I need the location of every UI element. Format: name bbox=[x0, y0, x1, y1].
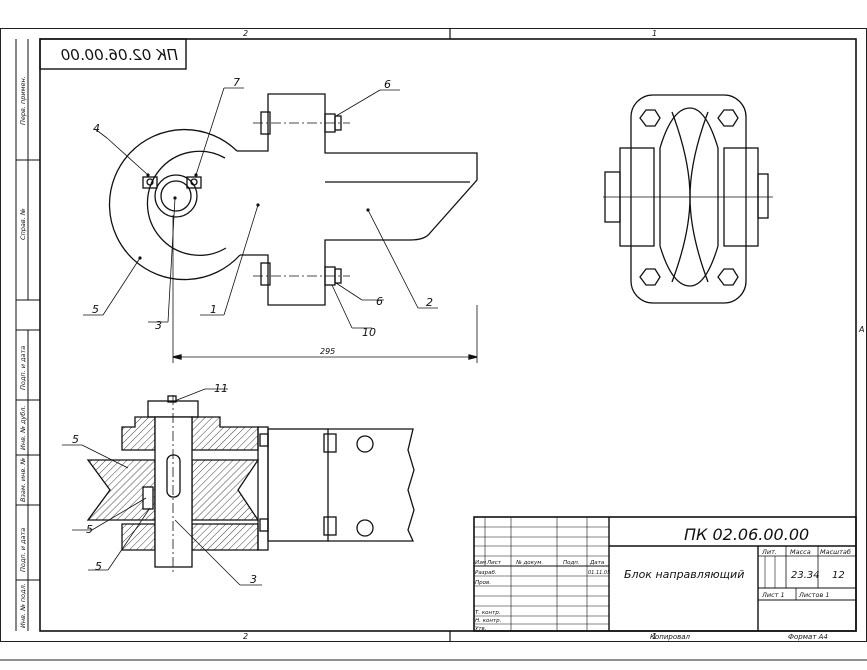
dimension-295: 295 bbox=[320, 347, 335, 356]
drawing-designation: ПК 02.06.00.00 bbox=[684, 525, 809, 544]
side-label: Инв. № подл. bbox=[19, 583, 27, 628]
sheet-count: Листов 1 bbox=[798, 591, 829, 599]
side-label: Справ. № bbox=[19, 208, 27, 240]
zone-label: 1 bbox=[652, 29, 657, 38]
mass-value: 23.34 bbox=[791, 570, 820, 581]
mirrored-designation: ПК 02.06.00.00 bbox=[61, 46, 178, 64]
date-value: 01.11.05 bbox=[588, 570, 610, 576]
zone-label: 2 bbox=[243, 632, 248, 641]
col-mass: Масса bbox=[790, 548, 811, 556]
side-label: Инв. № дубл. bbox=[19, 406, 27, 450]
hdr-doc: № докум. bbox=[515, 560, 543, 566]
callout-5: 5 bbox=[95, 560, 102, 573]
designation-box bbox=[39, 38, 187, 70]
hdr-izm: Изм bbox=[475, 560, 486, 566]
hdr-sign: Подп. bbox=[563, 560, 580, 566]
callout-5: 5 bbox=[92, 303, 99, 316]
col-scale: Масштаб bbox=[820, 548, 851, 556]
hdr-list: Лист bbox=[486, 560, 502, 566]
callout-6: 6 bbox=[384, 78, 391, 91]
frame-border bbox=[39, 38, 857, 632]
role: Н. контр. bbox=[475, 618, 502, 624]
side-label: Взам. инв. № bbox=[19, 458, 27, 502]
format-label: Формат А4 bbox=[788, 633, 828, 641]
scale-value: 12 bbox=[832, 570, 845, 581]
callout-4: 4 bbox=[93, 122, 100, 135]
callout-5: 5 bbox=[86, 523, 93, 536]
title-block bbox=[473, 516, 857, 632]
callout-5: 5 bbox=[72, 433, 79, 446]
callout-3: 3 bbox=[250, 573, 257, 586]
callout-11: 11 bbox=[214, 382, 228, 395]
role: Т. контр. bbox=[475, 610, 501, 616]
zone-label: А bbox=[858, 325, 864, 334]
copied-label: Копировал bbox=[650, 633, 691, 641]
callout-1: 1 bbox=[210, 303, 217, 316]
section-view bbox=[62, 388, 415, 586]
callout-6: 6 bbox=[376, 295, 383, 308]
zone-label: 1 bbox=[652, 632, 657, 641]
side-label: Перв. примен. bbox=[19, 76, 27, 125]
callout-10: 10 bbox=[362, 326, 376, 339]
callout-7: 7 bbox=[233, 76, 240, 89]
drawing-title: Блок направляющий bbox=[624, 568, 744, 581]
front-view bbox=[83, 87, 478, 363]
side-label: Подп. и дата bbox=[19, 346, 27, 390]
sheet-number: Лист 1 bbox=[761, 591, 785, 599]
side-stamp-strip bbox=[15, 39, 40, 631]
role: Утв. bbox=[475, 626, 487, 632]
role: Пров. bbox=[475, 580, 491, 586]
side-label: Подп. и дата bbox=[19, 528, 27, 572]
side-view bbox=[603, 94, 773, 304]
callout-2: 2 bbox=[426, 296, 433, 309]
callout-3: 3 bbox=[155, 319, 162, 332]
hdr-date: Дата bbox=[589, 560, 605, 566]
zone-label: 2 bbox=[243, 29, 248, 38]
col-lit: Лит. bbox=[761, 548, 777, 556]
role: Разраб. bbox=[475, 570, 497, 576]
